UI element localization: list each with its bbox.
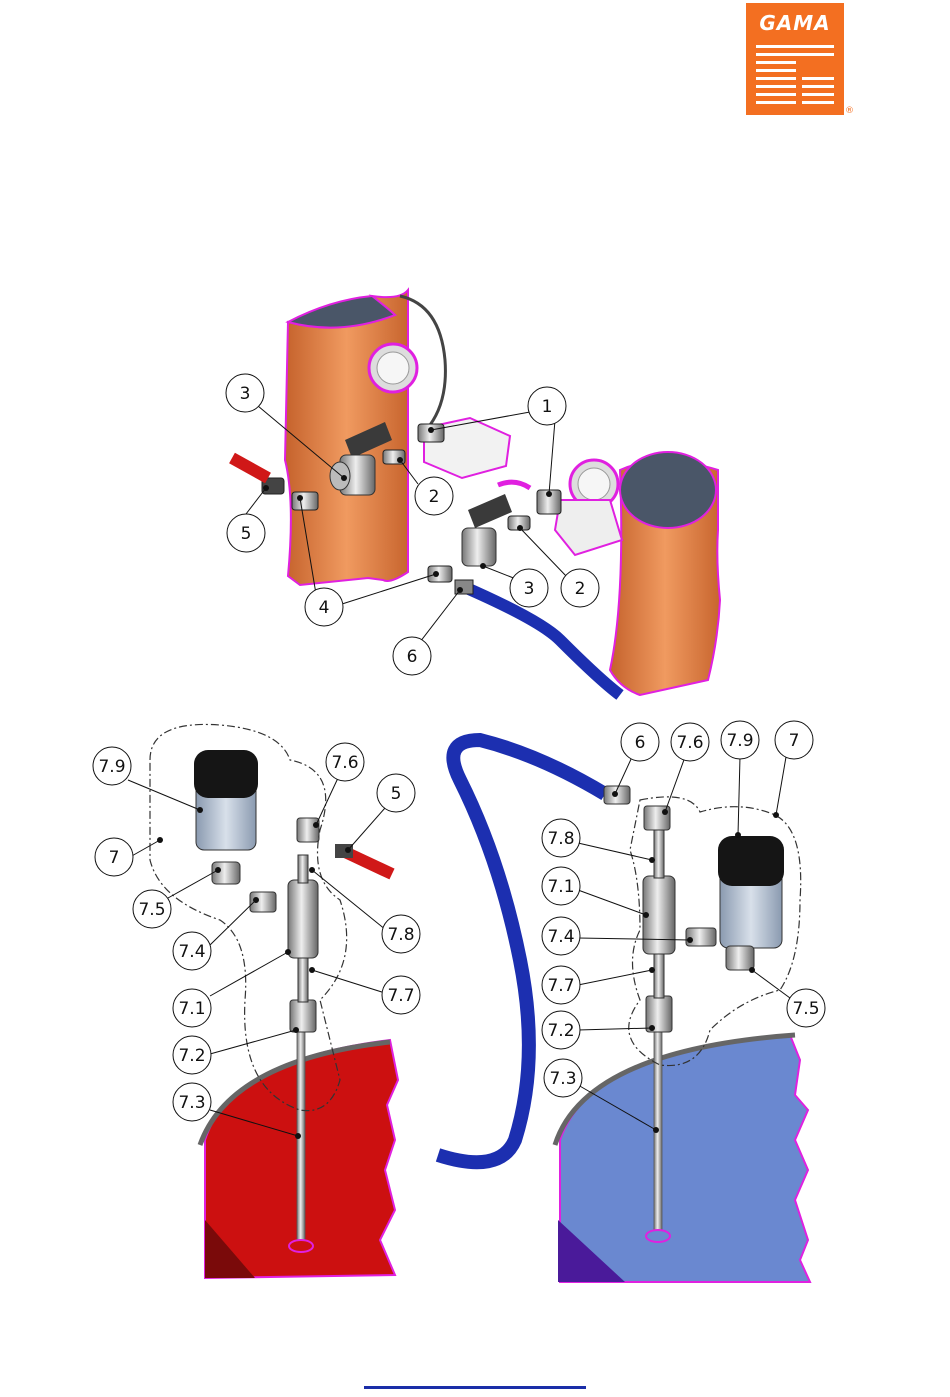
svg-text:7.3: 7.3 [549,1069,576,1089]
callout-left-7-9: 7.9 [93,747,131,785]
dip-tube-left-foot [289,1240,313,1252]
callout-right-7-1: 7.1 [542,867,580,905]
blue-hose-middle [438,740,605,1162]
callout-right-7-3: 7.3 [544,1059,582,1097]
gauge-face [578,468,610,500]
svg-text:7.6: 7.6 [331,753,358,773]
callout-right-7-9: 7.9 [721,721,759,759]
svg-text:7.5: 7.5 [138,900,165,920]
blue-drum [560,1035,810,1282]
callout-left-7-1: 7.1 [173,989,211,1027]
svg-text:7.4: 7.4 [547,927,574,947]
callout-left-5: 5 [377,774,415,812]
callout-top-2b: 2 [561,569,599,607]
lance-body-left [288,880,318,958]
callout-top-2a: 2 [415,477,453,515]
ball-valve-lower [462,494,512,566]
svg-text:7.8: 7.8 [387,925,414,945]
fitting-4-upper [292,492,318,510]
svg-text:7.2: 7.2 [178,1046,205,1066]
top-assembly [232,290,720,695]
gauge-face [377,352,409,384]
callout-right-6: 6 [621,723,659,761]
regulator-body-right [555,500,622,555]
callout-left-7-4: 7.4 [173,932,211,970]
svg-text:7.6: 7.6 [676,733,703,753]
bottom-right-assembly [555,786,810,1282]
svg-text:7.7: 7.7 [547,976,574,996]
svg-text:7.4: 7.4 [178,942,205,962]
callout-top-5: 5 [227,514,265,552]
callout-top-3b: 3 [510,569,548,607]
svg-text:7.1: 7.1 [178,999,205,1019]
lance-stem-right [654,954,664,998]
right-tank-top [620,452,716,528]
dip-tube-right-foot [646,1230,670,1242]
callout-left-7-2: 7.2 [173,1036,211,1074]
svg-text:5: 5 [391,784,402,804]
svg-text:2: 2 [575,579,586,599]
lance-top-left [298,855,308,883]
svg-text:7.9: 7.9 [98,757,125,777]
callout-right-7-5: 7.5 [787,989,825,1027]
svg-text:3: 3 [524,579,535,599]
callout-top-4: 4 [305,588,343,626]
svg-text:4: 4 [319,598,330,618]
callout-right-7-6: 7.6 [671,723,709,761]
callout-right-7-8: 7.8 [542,819,580,857]
lance-top-right [654,830,664,878]
svg-text:3: 3 [240,384,251,404]
svg-text:7.9: 7.9 [726,731,753,751]
svg-text:7.7: 7.7 [387,986,414,1006]
filter-cap-right [718,836,784,886]
callout-left-7-8: 7.8 [382,915,420,953]
lance-nut-left [290,1000,316,1032]
svg-text:5: 5 [241,524,252,544]
callout-top-1: 1 [528,387,566,425]
svg-text:7.1: 7.1 [547,877,574,897]
callout-right-7-4: 7.4 [542,917,580,955]
svg-text:7.5: 7.5 [792,999,819,1019]
callout-right-7-2: 7.2 [542,1011,580,1049]
fitting-4-lower [428,566,452,582]
svg-text:6: 6 [635,733,646,753]
svg-text:7.3: 7.3 [178,1093,205,1113]
svg-text:7: 7 [789,731,800,751]
callout-left-7-3: 7.3 [173,1083,211,1121]
svg-text:6: 6 [407,647,418,667]
callout-top-6: 6 [393,637,431,675]
callout-right-7: 7 [775,721,813,759]
svg-text:2: 2 [429,487,440,507]
callout-left-7-7: 7.7 [382,976,420,1014]
svg-text:7.8: 7.8 [547,829,574,849]
lance-stem-left [298,958,308,1002]
filter-cap-left [194,750,258,798]
svg-text:7.2: 7.2 [547,1021,574,1041]
callout-left-7-5: 7.5 [133,890,171,928]
elbow-7-5-left [212,862,240,884]
small-hose-link [498,482,530,488]
svg-text:1: 1 [542,397,553,417]
red-hose-stub [232,458,268,478]
footer-link-underline[interactable] [364,1386,586,1389]
callout-left-7-6: 7.6 [326,743,364,781]
elbow-7-5-right [726,946,754,970]
svg-text:7: 7 [109,848,120,868]
fitting-7-4-right [686,928,716,946]
callout-left-7: 7 [95,838,133,876]
callout-right-7-7: 7.7 [542,966,580,1004]
fitting-7-6-left [297,818,319,842]
callout-top-3a: 3 [226,374,264,412]
